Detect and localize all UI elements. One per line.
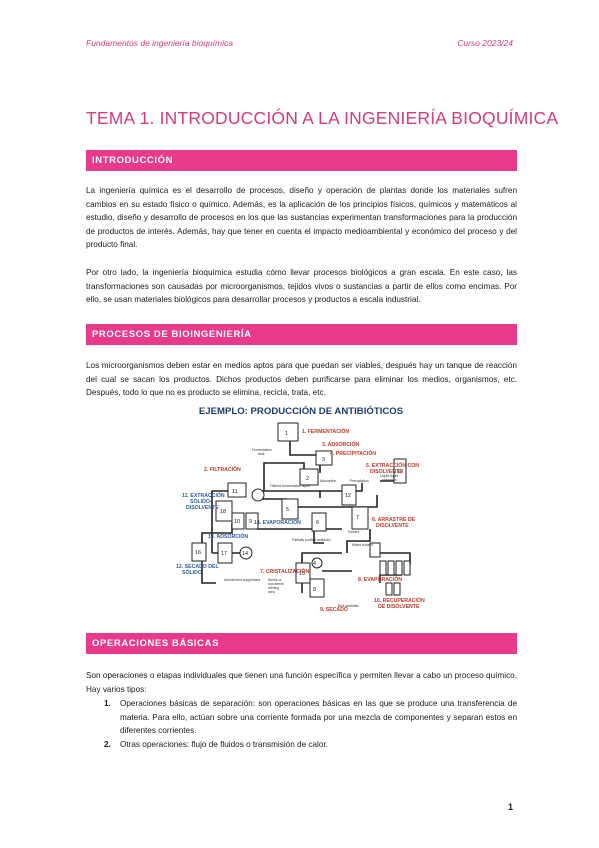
svg-text:DISOLVENTE: DISOLVENTE <box>186 505 219 511</box>
svg-text:7: 7 <box>356 515 359 521</box>
section-heading-ops: OPERACIONES BÁSICAS <box>86 633 517 654</box>
svg-text:14: 14 <box>242 551 248 557</box>
svg-text:Bulk antibiotic: Bulk antibiotic <box>338 604 359 608</box>
svg-text:13: 13 <box>397 469 403 475</box>
svg-text:extraction: extraction <box>382 478 397 482</box>
svg-text:13. ADSORCIÓN: 13. ADSORCIÓN <box>208 532 248 540</box>
svg-text:SÓLIDO: SÓLIDO <box>182 568 202 576</box>
svg-text:2. FILTRACIÓN: 2. FILTRACIÓN <box>204 465 241 473</box>
antibiotic-process-diagram: EJEMPLO: PRODUCCIÓN DE ANTIBIÓTICOS <box>176 405 425 613</box>
svg-text:Precipitation: Precipitation <box>350 479 369 483</box>
svg-text:10. RECUPERACIÓN: 10. RECUPERACIÓN <box>374 596 425 604</box>
svg-text:Partially purified antibiotic: Partially purified antibiotic <box>292 538 331 542</box>
svg-text:3: 3 <box>322 457 325 463</box>
svg-text:DISOLVENTE: DISOLVENTE <box>376 523 409 529</box>
svg-text:5. EXTRACCIÓN CON: 5. EXTRACCIÓN CON <box>366 461 419 469</box>
svg-text:8. EVAPORACIÓN: 8. EVAPORACIÓN <box>358 575 402 583</box>
svg-text:17: 17 <box>221 551 227 557</box>
svg-text:Filtered fermentation liquor: Filtered fermentation liquor <box>270 484 311 488</box>
intro-paragraph-1: La ingeniería química es el desarrollo d… <box>86 186 517 250</box>
svg-text:Mixed solvent: Mixed solvent <box>352 543 373 547</box>
svg-text:Animal feed supplement: Animal feed supplement <box>224 578 260 582</box>
svg-text:tank: tank <box>258 452 265 456</box>
svg-text:14. EVAPORACIÓN: 14. EVAPORACIÓN <box>254 518 301 526</box>
svg-text:16: 16 <box>195 550 201 556</box>
svg-text:Liquid-liquid: Liquid-liquid <box>380 474 398 478</box>
svg-text:5: 5 <box>286 507 289 513</box>
svg-text:11. EXTRACCIÓN: 11. EXTRACCIÓN <box>182 491 225 499</box>
svg-text:18: 18 <box>220 509 226 515</box>
svg-text:DISOLVENTE: DISOLVENTE <box>370 469 403 475</box>
list-item: 1. Operaciones básicas de separación: so… <box>86 697 517 738</box>
svg-text:2: 2 <box>306 476 309 482</box>
ops-list: 1. Operaciones básicas de separación: so… <box>86 697 517 751</box>
list-number: 1. <box>104 699 111 708</box>
svg-text:area: area <box>268 590 275 594</box>
bio-paragraph-1: Los microorganismos deben estar en medio… <box>86 361 517 398</box>
svg-text:3. ADSORCIÓN: 3. ADSORCIÓN <box>322 440 360 448</box>
svg-text:non-sterile: non-sterile <box>268 582 284 586</box>
svg-text:4: 4 <box>313 561 316 567</box>
svg-text:8: 8 <box>313 587 316 593</box>
svg-text:9: 9 <box>249 519 252 525</box>
svg-text:Adsorption: Adsorption <box>320 479 336 483</box>
svg-text:9. SECADO: 9. SECADO <box>320 607 348 613</box>
svg-text:11: 11 <box>232 489 238 495</box>
svg-text:SÓLIDO-: SÓLIDO- <box>190 497 212 505</box>
list-text: Operaciones básicas de separación: son o… <box>120 699 517 736</box>
page-number: 1 <box>507 802 513 812</box>
section-heading-intro: INTRODUCCIÓN <box>86 150 517 171</box>
svg-text:6: 6 <box>316 520 319 526</box>
svg-text:Fermentation: Fermentation <box>252 448 272 452</box>
ops-paragraph-1: Son operaciones o etapas individuales qu… <box>86 671 517 694</box>
svg-text:1: 1 <box>285 431 288 437</box>
course-name: Fundamentos de ingeniería bioquímica <box>86 38 233 48</box>
svg-text:DE DISOLVENTE: DE DISOLVENTE <box>378 604 420 610</box>
course-year: Curso 2023/24 <box>457 38 513 48</box>
svg-text:1. FERMENTACIÓN: 1. FERMENTACIÓN <box>302 427 349 435</box>
svg-text:4. PRECIPITACIÓN: 4. PRECIPITACIÓN <box>330 449 376 457</box>
page-header: Fundamentos de ingeniería bioquímica Cur… <box>86 38 513 52</box>
diagram-title: EJEMPLO: PRODUCCIÓN DE ANTIBIÓTICOS <box>199 405 404 417</box>
section-heading-bio: PROCESOS DE BIOINGENIERÍA <box>86 324 517 345</box>
list-item: 2. Otras operaciones: flujo de fluidos o… <box>86 738 517 752</box>
svg-text:15: 15 <box>299 571 305 577</box>
list-text: Otras operaciones: flujo de fluidos o tr… <box>120 739 328 749</box>
list-number: 2. <box>104 739 111 749</box>
intro-paragraph-2: Por otro lado, la ingeniería bioquímica … <box>86 268 517 305</box>
page-title: TEMA 1. INTRODUCCIÓN A LA INGENIERÍA BIO… <box>86 108 559 128</box>
svg-text:10: 10 <box>234 519 240 525</box>
svg-text:12. SECADO DEL: 12. SECADO DEL <box>176 564 219 570</box>
svg-text:6. ARRASTRE DE: 6. ARRASTRE DE <box>372 517 416 523</box>
svg-text:7. CRISTALIZACIÓN: 7. CRISTALIZACIÓN <box>260 567 309 575</box>
svg-text:Sterile or: Sterile or <box>268 578 282 582</box>
svg-text:Solvent: Solvent <box>348 530 359 534</box>
svg-text:12: 12 <box>345 493 351 499</box>
svg-text:refining: refining <box>268 586 279 590</box>
